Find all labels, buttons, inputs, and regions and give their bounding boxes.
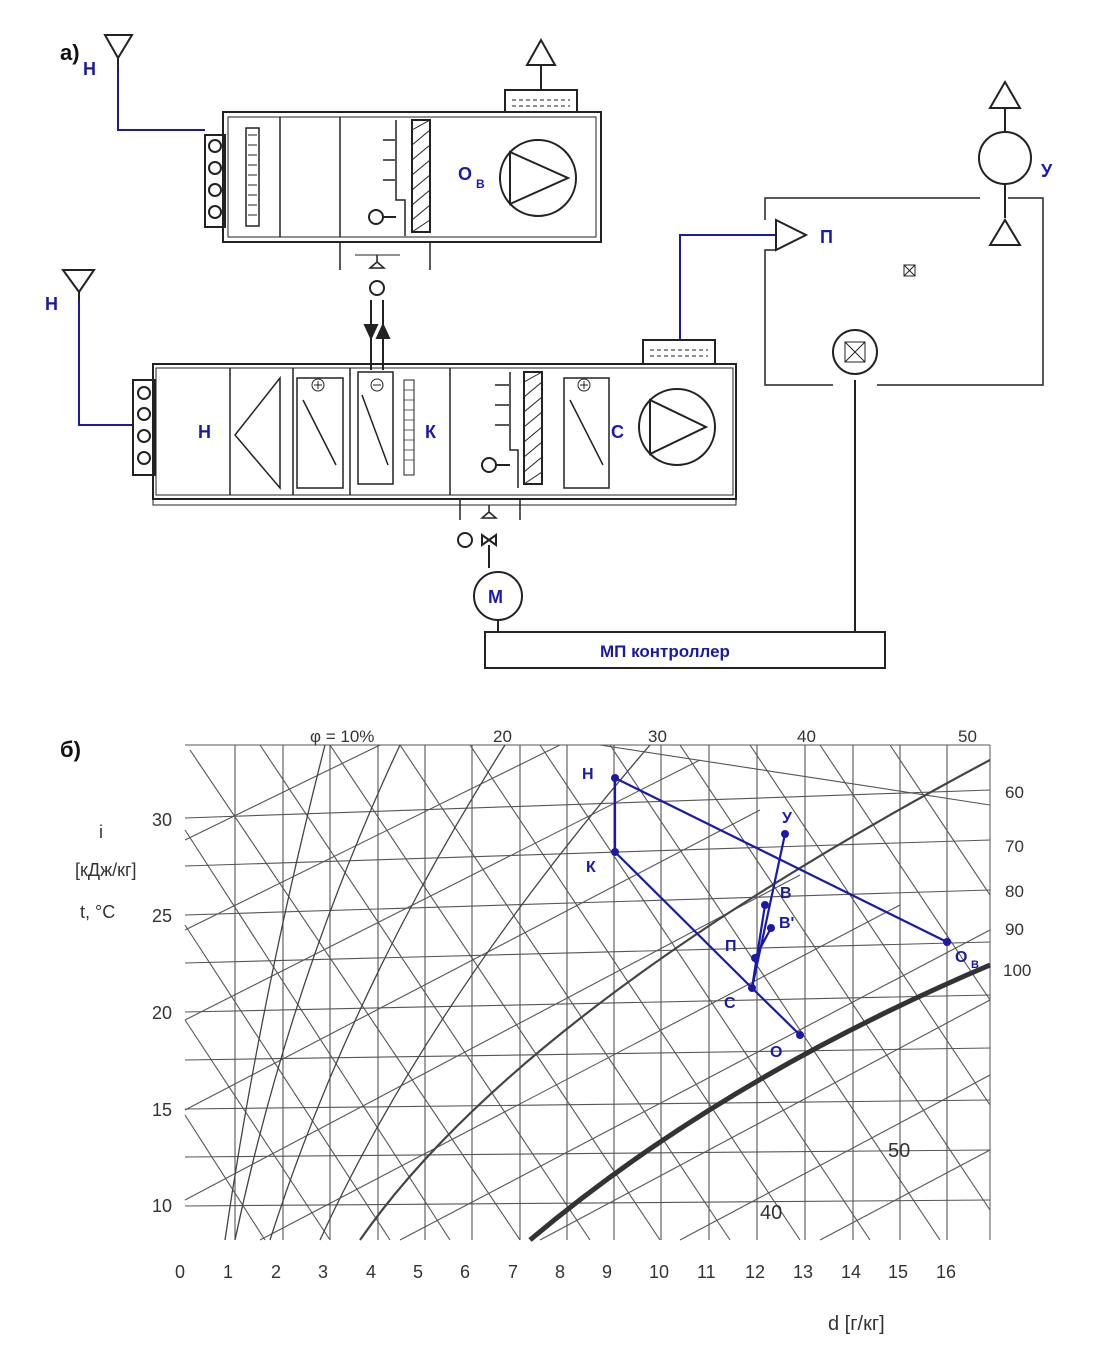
exhaust-unit [222,111,602,243]
x-tick: 16 [936,1262,956,1282]
label-supply-air: П [820,227,833,247]
process-lines [613,777,948,1036]
y-tick-25: 25 [152,906,172,926]
controller-label: МП контроллер [600,642,730,661]
label-exhaust-fan-sub: В [476,177,485,191]
x-tick: 10 [649,1262,669,1282]
psychro-grid [184,744,991,1242]
y-axis-label-i-unit: [кДж/кг] [75,860,137,880]
y-tick-15: 15 [152,1100,172,1120]
right-tick-60: 60 [1005,783,1024,802]
y-axis-label-t: t, °C [80,902,115,922]
exhaust-outlet-hood [525,37,557,66]
point-label-Ov-sub: В [971,959,979,971]
x-tick: 14 [841,1262,861,1282]
label-heater: Н [198,422,211,442]
supply-fan [638,388,716,466]
enthalpy-label-40: 40 [760,1202,782,1224]
x-tick: 1 [223,1262,233,1282]
x-tick: 12 [745,1262,765,1282]
intake-hood-top [103,34,134,60]
point-label-O: О [770,1044,782,1061]
point-Ov [943,938,951,946]
x-tick: 2 [271,1262,281,1282]
point-label-V2: В' [779,915,794,932]
point-label-V: В [780,885,792,902]
top-tick-50: 50 [958,727,977,746]
point-K [611,848,619,856]
point-V [761,901,769,909]
process-points [611,774,951,1039]
top-tick-20: 20 [493,727,512,746]
point-P [751,954,759,962]
point-label-P: П [725,938,737,955]
y-tick-10: 10 [152,1196,172,1216]
top-tick-40: 40 [797,727,816,746]
controller-box [484,631,886,669]
point-label-Ov: О [955,949,967,966]
right-tick-100: 100 [1003,961,1031,980]
point-O [796,1031,804,1039]
point-label-S: С [724,995,736,1012]
x-tick: 0 [175,1262,185,1282]
x-axis-label: d [г/кг] [828,1313,885,1335]
x-tick: 5 [413,1262,423,1282]
supply-unit [152,363,737,500]
point-V2 [767,924,775,932]
panel-label-b: б) [60,737,81,762]
label-cooler: К [425,422,437,442]
point-label-K: К [586,859,596,876]
x-tick: 4 [366,1262,376,1282]
x-tick: 3 [318,1262,328,1282]
label-outdoor-bottom: Н [45,294,58,314]
phi-label: φ = 10% [310,727,374,746]
enthalpy-label-50: 50 [888,1140,910,1162]
x-tick: 9 [602,1262,612,1282]
right-tick-80: 80 [1005,882,1024,901]
intake-hood-lower [61,269,96,294]
x-tick: 7 [508,1262,518,1282]
exhaust-fan [499,139,577,217]
x-tick: 6 [460,1262,470,1282]
schematic-labels: а) Н Н О В Н К С У П М МП контроллер [45,40,1053,661]
point-N [611,774,619,782]
label-room-unit: У [1041,161,1053,181]
panel-label-a: а) [60,40,80,65]
chart-labels: б) φ = 10% 20 30 40 50 60 70 80 90 100 i… [60,727,1031,1335]
top-tick-30: 30 [648,727,667,746]
label-outdoor-top: Н [83,59,96,79]
label-exhaust-fan: О [458,164,472,184]
y-tick-20: 20 [152,1003,172,1023]
point-label-N: Н [582,766,594,783]
y-tick-30: 30 [152,810,172,830]
label-supply-fan: С [611,422,624,442]
x-tick: 8 [555,1262,565,1282]
x-tick: 13 [793,1262,813,1282]
point-U [781,830,789,838]
x-axis-ticks: 0 1 2 3 4 5 6 7 8 9 10 11 12 13 14 15 16 [175,1262,956,1282]
point-S [748,984,756,992]
y-axis-label-i: i [99,822,103,842]
schematic-a [61,34,1044,669]
right-tick-90: 90 [1005,920,1024,939]
right-tick-70: 70 [1005,837,1024,856]
point-label-U: У [782,810,793,827]
x-tick: 15 [888,1262,908,1282]
label-motor: М [488,587,503,607]
x-tick: 11 [697,1262,716,1282]
